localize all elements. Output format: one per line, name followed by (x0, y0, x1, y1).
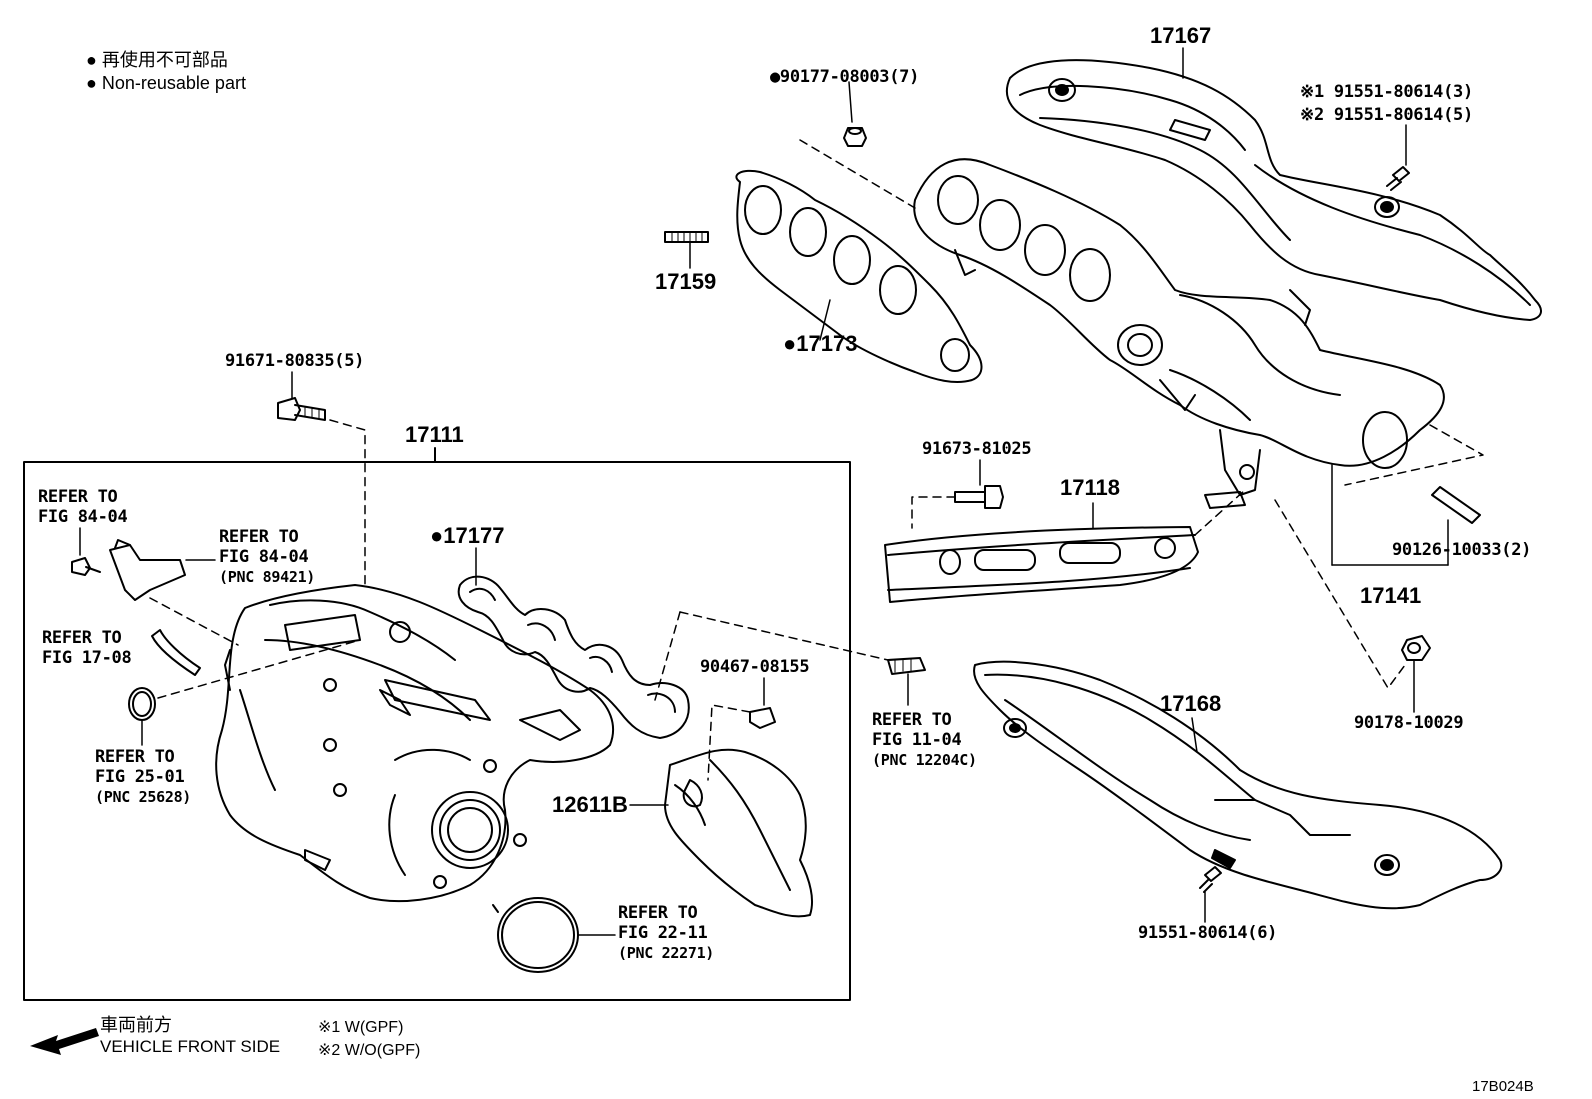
vehicle-front-jp: 車両前方 (100, 1015, 172, 1035)
clip-90467 (707, 677, 776, 781)
hose-fig17 (151, 629, 201, 676)
label-17177: ●17177 (430, 523, 505, 548)
label-90467: 90467-08155 (700, 657, 810, 677)
oring-fig25 (128, 639, 361, 746)
label-17173: ●17173 (783, 331, 858, 356)
exhaust-manifold-17141 (913, 158, 1449, 566)
bracket-12611B (629, 748, 813, 918)
label-17141: 17141 (1360, 583, 1422, 608)
note-2: ※2 W/O(GPF) (318, 1042, 421, 1059)
label-17168: 17168 (1160, 691, 1222, 716)
label-17167: 17167 (1150, 23, 1212, 48)
label-91551-3: ※1 91551-80614(3) (1300, 82, 1473, 102)
sensor-fig84 (71, 527, 239, 646)
sensor-fig11 (654, 611, 926, 706)
label-90177: ●90177-08003(7) (770, 67, 920, 87)
intake-manifold-frame (23, 461, 851, 1001)
vehicle-front-arrow-icon (30, 1028, 99, 1055)
label-91671: 91671-80835(5) (225, 351, 365, 371)
gasket-17177 (457, 547, 690, 739)
stud-90126 (1344, 424, 1484, 566)
label-17111: 17111 (405, 422, 464, 447)
label-17159: 17159 (655, 269, 717, 294)
label-17118: 17118 (1060, 475, 1120, 500)
label-91551-5: ※2 91551-80614(5) (1300, 105, 1473, 125)
label-91551-6: 91551-80614(6) (1138, 923, 1278, 943)
legend-en: ● Non-reusable part (86, 73, 246, 93)
legend-jp: ● 再使用不可部品 (86, 50, 228, 70)
vehicle-front-en: VEHICLE FRONT SIDE (100, 1037, 281, 1056)
label-91673: 91673-81025 (922, 439, 1032, 459)
figure-code: 17B024B (1472, 1078, 1534, 1095)
label-90126: 90126-10033(2) (1392, 540, 1532, 560)
gasket-17173 (735, 169, 983, 383)
bracket-17118 (884, 489, 1246, 603)
bolt-91551-bottom (1199, 866, 1222, 923)
bolt-91673 (911, 459, 1004, 529)
stud-17159 (664, 231, 709, 269)
label-90178: 90178-10029 (1354, 713, 1464, 733)
bolt-91551-top (1386, 124, 1410, 191)
label-12611B: 12611B (552, 792, 628, 817)
nut-90178 (1274, 499, 1431, 713)
intake-manifold-17111 (215, 584, 615, 903)
throttle-gasket-ring (492, 897, 616, 973)
heat-insulator-17167 (1005, 47, 1542, 321)
nut-90177 (799, 81, 916, 209)
bolt-91671 (277, 371, 366, 589)
heat-insulator-17168 (973, 660, 1503, 910)
note-1: ※1 W(GPF) (318, 1019, 404, 1036)
